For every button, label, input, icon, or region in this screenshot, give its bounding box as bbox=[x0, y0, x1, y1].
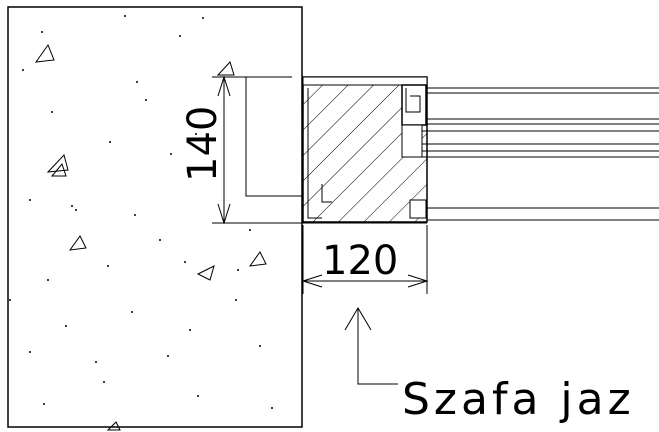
callout-leader bbox=[344, 307, 398, 385]
aggregate-triangle bbox=[46, 154, 69, 173]
aggregate-triangle bbox=[34, 43, 55, 63]
dimension-horizontal bbox=[301, 225, 429, 294]
aggregate-triangle bbox=[196, 265, 215, 281]
aggregate-triangle bbox=[106, 421, 121, 431]
aggregate-triangle bbox=[216, 61, 235, 76]
aggregate-triangle bbox=[68, 235, 87, 251]
aggregate-dots bbox=[9, 15, 273, 409]
aggregate-triangle bbox=[248, 251, 267, 267]
frame-profile bbox=[401, 84, 427, 219]
door-rails bbox=[422, 87, 659, 221]
dimension-horizontal-label: 120 bbox=[322, 238, 398, 284]
dimension-vertical bbox=[212, 75, 427, 225]
concrete-wall bbox=[7, 6, 303, 431]
callout-label: Szafa jaz bbox=[402, 374, 635, 425]
dimension-vertical-label: 140 bbox=[180, 106, 226, 182]
aggregate-triangle bbox=[50, 162, 67, 177]
